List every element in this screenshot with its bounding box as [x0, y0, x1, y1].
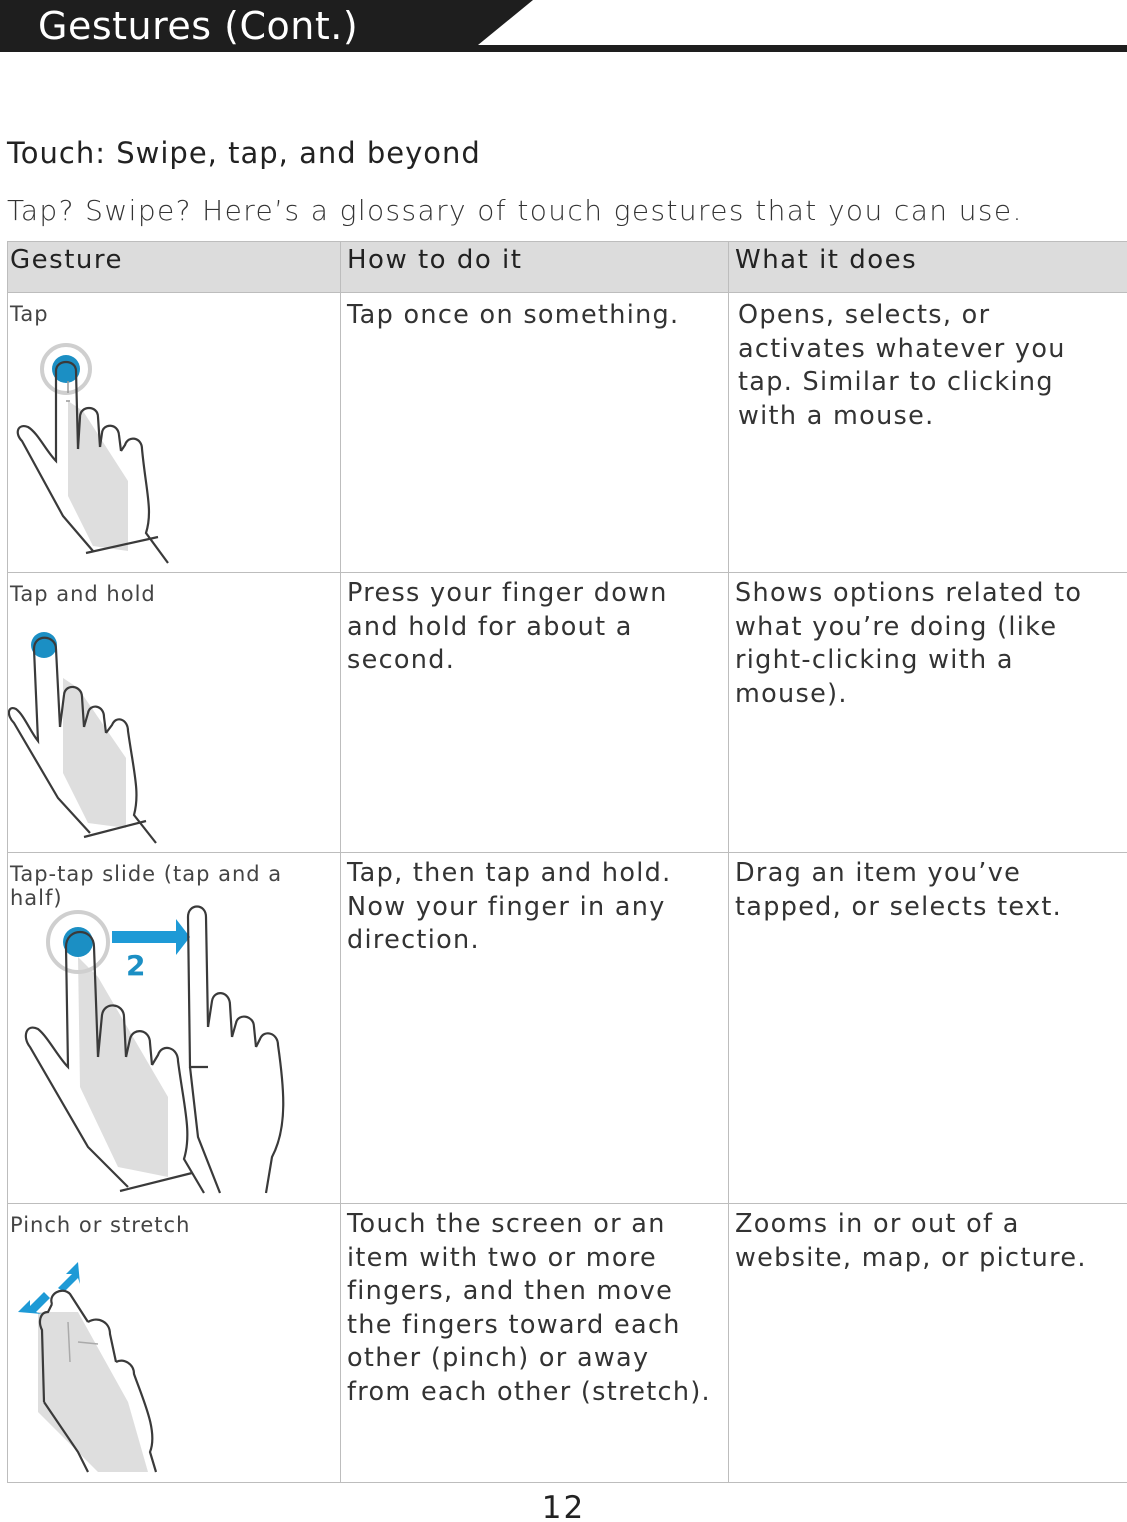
how-cell: Tap, then tap and hold. Now your finger … — [340, 852, 729, 1204]
what-cell: Shows options related to what you’re doi… — [728, 572, 1127, 853]
gesture-name: Tap — [10, 302, 49, 326]
step-2-label: 2 — [126, 949, 145, 982]
gesture-name: Pinch or stretch — [10, 1213, 191, 1237]
how-cell: Touch the screen or an item with two or … — [340, 1203, 729, 1483]
column-header-what: What it does — [728, 241, 1127, 293]
column-header-how: How to do it — [340, 241, 729, 293]
page-number: 12 — [541, 1490, 586, 1522]
gesture-cell: Pinch or stretch — [7, 1203, 341, 1483]
section-heading: Touch: Swipe, tap, and beyond — [7, 136, 481, 170]
gesture-cell: Tap — [7, 292, 341, 573]
what-cell: Zooms in or out of a website, map, or pi… — [728, 1203, 1127, 1483]
header-bar: Gestures (Cont.) — [0, 0, 1127, 52]
tap-hand-icon — [16, 343, 169, 564]
gesture-name: Tap and hold — [10, 582, 156, 606]
what-cell: Drag an item you’ve tapped, or selects t… — [728, 852, 1127, 1204]
what-cell: Opens, selects, or activates whatever yo… — [728, 292, 1127, 573]
page-title: Gestures (Cont.) — [38, 4, 359, 48]
gesture-cell: Tap and hold — [7, 572, 341, 853]
table-row: Pinch or stretch Touch the screen or an … — [7, 1203, 1127, 1483]
gesture-cell: Tap-tap slide (tap and a half) 2 — [7, 852, 341, 1204]
header-bar-shape — [0, 0, 1127, 52]
table-row: Tap Tap once on something. Opens, select… — [7, 292, 1127, 573]
gesture-name: Tap-tap slide (tap and a half) — [10, 862, 283, 910]
intro-text: Tap? Swipe? Here’s a glossary of touch g… — [7, 194, 1023, 227]
how-cell: Tap once on something. — [340, 292, 729, 573]
column-header-gesture: Gesture — [7, 241, 341, 293]
gestures-table: Gesture How to do it What it does Tap — [7, 241, 1127, 1483]
how-cell: Press your finger down and hold for abou… — [340, 572, 729, 853]
table-row: Tap and hold Press your finger down and … — [7, 572, 1127, 853]
tap-tap-slide-hand-icon: 2 — [24, 905, 285, 1194]
pinch-hand-icon — [18, 1262, 158, 1473]
table-header-row: Gesture How to do it What it does — [7, 241, 1127, 293]
table-row: Tap-tap slide (tap and a half) 2 — [7, 852, 1127, 1204]
tap-and-hold-hand-icon — [8, 632, 157, 844]
